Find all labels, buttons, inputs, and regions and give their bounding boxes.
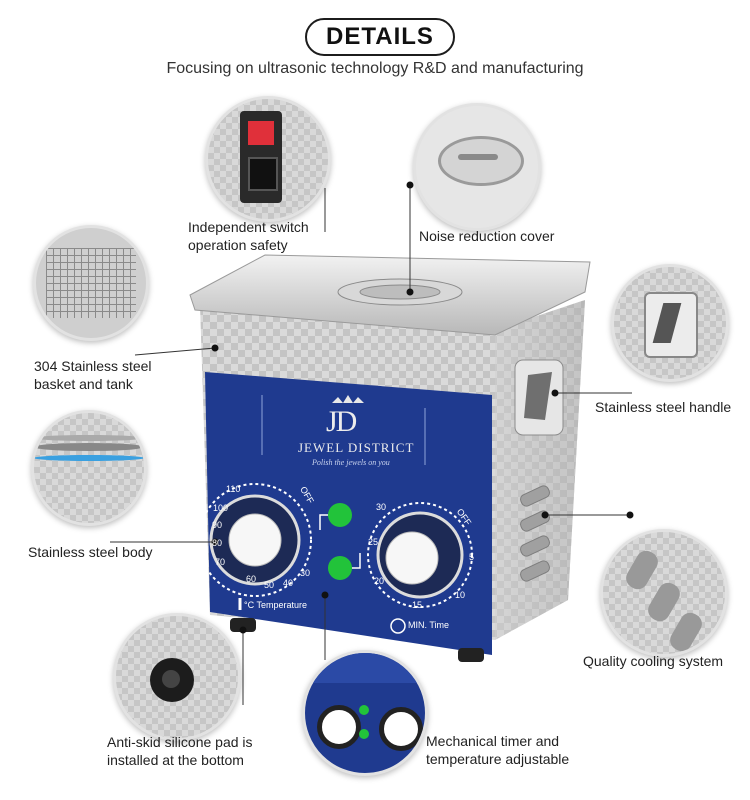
- temperature-knob: [198, 483, 312, 597]
- label-handle: Stainless steel handle: [595, 399, 732, 415]
- label-basket: 304 Stainless steel basket and tank: [34, 358, 152, 392]
- timer-knob: [367, 502, 473, 608]
- foot-right: [458, 648, 484, 662]
- label-cooling: Quality cooling system: [583, 653, 724, 669]
- switch-callout: [205, 96, 331, 222]
- cooling-callout: [600, 529, 728, 657]
- brand-name: JEWEL DISTRICT: [298, 440, 415, 455]
- label-body: Stainless steel body: [28, 544, 153, 560]
- cover-callout: [413, 103, 541, 231]
- label-switch: Independent switch operation safety: [188, 219, 309, 253]
- time-label: MIN. Time: [408, 620, 450, 630]
- label-pad: Anti-skid silicone pad is installed at t…: [107, 734, 253, 768]
- brand-tagline: Polish the jewels on you: [312, 458, 390, 467]
- clock-icon: [390, 618, 406, 634]
- red-switch: [248, 121, 274, 145]
- indicator-light-bottom: [328, 556, 352, 580]
- details-title: DETAILS: [305, 18, 455, 56]
- crown-icon: [332, 395, 364, 403]
- label-cover: Noise reduction cover: [419, 228, 555, 244]
- label-timer: Mechanical timer and temperature adjusta…: [426, 733, 570, 767]
- iec-inlet: [248, 157, 278, 191]
- temperature-label: °C Temperature: [244, 600, 307, 610]
- subtitle: Focusing on ultrasonic technology R&D an…: [166, 60, 584, 77]
- brand-initials: JD: [326, 405, 357, 438]
- indicator-light-top: [328, 503, 352, 527]
- handle-callout: [611, 264, 729, 382]
- body-callout: [31, 410, 147, 526]
- timer-callout: [302, 650, 428, 776]
- basket-callout: [33, 225, 149, 341]
- pad-callout: [113, 613, 241, 741]
